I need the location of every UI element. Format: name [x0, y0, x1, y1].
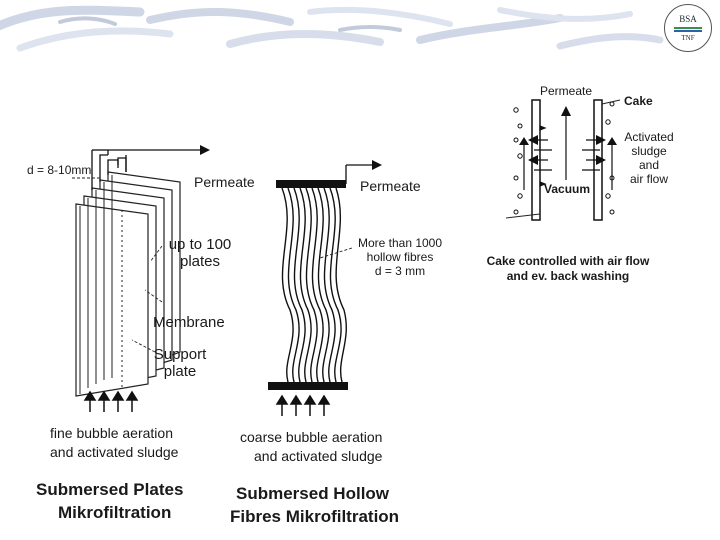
fibre-aeration-label: coarse bubble aeration and activated slu… [240, 428, 382, 466]
plate-permeate-label: Permeate [194, 174, 255, 190]
cake-label: Cake [624, 94, 653, 108]
fibres-title-line1: Submersed Hollow [236, 484, 390, 503]
plate-permeate-pipes [91, 145, 210, 190]
support-line2: plate [163, 363, 197, 380]
header-banner [0, 5, 664, 52]
plate-aeration-line2: and activated sludge [50, 444, 179, 460]
fibres-title: Submersed Hollow Fibres Mikrofiltration [230, 482, 399, 528]
logo-text-bottom: TNF [681, 34, 695, 42]
sludge-line3: and [638, 158, 660, 172]
membrane-label: Membrane [153, 314, 225, 331]
plate-count-line1: up to 100 [168, 236, 232, 253]
support-plate-label: Support plate [146, 346, 214, 380]
cake-caption: Cake controlled with air flow and ev. ba… [474, 254, 662, 284]
plate-count-line2: plates [179, 253, 221, 270]
fibre-count-line1: More than 1000 [357, 236, 443, 250]
fibres-title-line2: Fibres Mikrofiltration [230, 507, 400, 526]
plate-gap-label: d = 8-10mm [27, 163, 92, 177]
fibres [281, 187, 347, 383]
vacuum-label: Vacuum [544, 182, 591, 196]
sludge-line2: sludge [631, 144, 667, 158]
fibre-count-label: More than 1000 hollow fibres d = 3 mm [348, 236, 452, 278]
sludge-line1: Activated [624, 130, 674, 144]
cake-caption-line1: Cake controlled with air flow [486, 254, 650, 268]
plate-aeration-line1: fine bubble aeration [50, 425, 173, 441]
sludge-line4: air flow [629, 172, 668, 186]
fibre-permeate-label: Permeate [360, 178, 421, 194]
plates-title-line1: Submersed Plates [36, 480, 184, 499]
support-line1: Support [153, 346, 207, 363]
bsa-logo: BSA TNF [664, 4, 712, 52]
plate-aeration-arrows [83, 390, 139, 412]
plate-count-label: up to 100 plates [160, 236, 240, 270]
logo-stripe-blue [674, 30, 702, 32]
cake-caption-line2: and ev. back washing [506, 269, 630, 283]
fibre-count-line2: hollow fibres [366, 250, 434, 264]
cake-diagram [505, 99, 621, 221]
logo-stripe-green [674, 27, 702, 29]
logo-text-top: BSA [679, 14, 697, 24]
plate-edges [79, 175, 123, 394]
plate-aeration-label: fine bubble aeration and activated sludg… [50, 424, 178, 462]
fibre-aeration-line2: and activated sludge [254, 448, 383, 464]
fibre-aeration-line1: coarse bubble aeration [240, 429, 383, 445]
activated-sludge-label: Activated sludge and air flow [618, 130, 680, 186]
fibre-count-line3: d = 3 mm [374, 264, 426, 278]
fibre-module [268, 160, 382, 390]
plates-title-line2: Mikrofiltration [58, 503, 172, 522]
plate-leader-lines [70, 177, 163, 353]
fibre-bottom-header [268, 382, 348, 390]
fibre-top-header [276, 180, 346, 188]
plates-title: Submersed Plates Mikrofiltration [36, 478, 183, 524]
cake-permeate-label: Permeate [540, 84, 593, 98]
fibre-aeration-arrows [275, 394, 331, 416]
air-bubbles [513, 101, 615, 215]
